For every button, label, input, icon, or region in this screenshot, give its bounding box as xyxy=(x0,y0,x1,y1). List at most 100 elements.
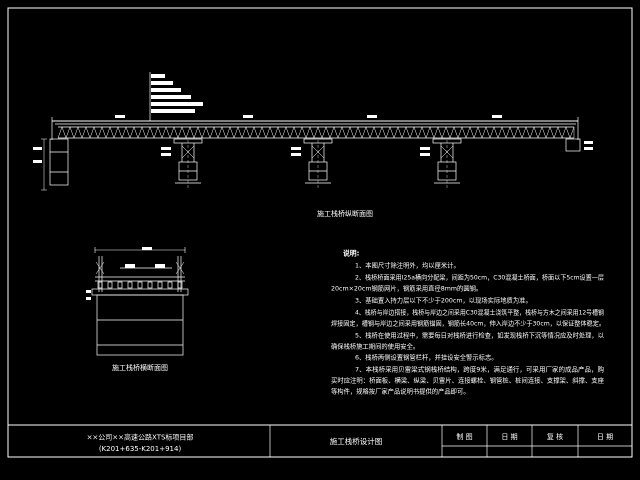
note-line: 3、基础置入持力层以下不少于200cm，以现场实际地质为准。 xyxy=(355,296,532,305)
truss-diagonal xyxy=(81,126,87,139)
truss-diagonal xyxy=(181,126,187,139)
truss-diagonal xyxy=(405,126,411,139)
truss-diagonal xyxy=(189,126,195,139)
note-line: 买时应注明：桥面板、横梁、纵梁、贝雷片、连接螺栓、钢管桩、桩间连接、支撑架、斜撑… xyxy=(331,376,604,385)
truss-diagonal xyxy=(545,126,551,139)
truss-diagonal xyxy=(477,126,483,139)
distribution-beam xyxy=(97,281,103,289)
truss-diagonal xyxy=(509,126,515,139)
truss-diagonal xyxy=(365,126,371,139)
truss-diagonal xyxy=(173,126,179,139)
span-dimension-mark xyxy=(367,115,377,118)
truss-diagonal xyxy=(425,126,431,139)
truss-diagonal xyxy=(321,126,327,139)
truss-diagonal xyxy=(325,126,331,139)
truss-diagonal xyxy=(121,126,127,139)
truss-diagonal xyxy=(289,126,295,139)
truss-diagonal xyxy=(353,126,359,139)
truss-diagonal xyxy=(317,126,323,139)
label-bar xyxy=(151,109,195,113)
truss-diagonal xyxy=(65,126,71,139)
label-mark xyxy=(86,297,91,300)
truss-diagonal xyxy=(557,126,563,139)
truss-diagonal xyxy=(233,126,239,139)
label-bar xyxy=(151,88,181,92)
truss-diagonal xyxy=(85,126,91,139)
distribution-beam xyxy=(127,281,133,289)
truss-diagonal xyxy=(537,126,543,139)
truss-diagonal xyxy=(93,126,99,139)
truss-diagonal xyxy=(77,126,83,139)
distribution-beam xyxy=(137,281,143,289)
truss-diagonal xyxy=(501,126,507,139)
truss-diagonal xyxy=(381,126,387,139)
truss-diagonal xyxy=(265,126,271,139)
note-line: 20cm×20cm钢筋网片，钢筋采用直径8mm的圆钢。 xyxy=(331,284,482,293)
truss-diagonal xyxy=(169,126,175,139)
truss-diagonal xyxy=(433,126,439,139)
truss-diagonal xyxy=(97,126,103,139)
truss-diagonal xyxy=(109,126,115,139)
truss-diagonal xyxy=(337,126,343,139)
truss-diagonal xyxy=(141,126,147,139)
truss-diagonal xyxy=(561,126,567,139)
truss-diagonal xyxy=(105,126,111,139)
truss-diagonal xyxy=(529,126,535,139)
elevation-label-stack xyxy=(149,72,203,121)
truss-diagonal xyxy=(261,126,267,139)
truss-diagonal xyxy=(505,126,511,139)
pier-label-mark xyxy=(161,153,171,156)
truss-diagonal xyxy=(453,126,459,139)
distribution-beam xyxy=(167,281,173,289)
truss-diagonal xyxy=(369,126,375,139)
truss-diagonal xyxy=(489,126,495,139)
label-mark xyxy=(86,290,91,293)
truss-diagonal xyxy=(389,126,395,139)
label-bar xyxy=(151,102,203,106)
drafter-date-cell-label: 日 期 xyxy=(501,433,517,441)
design-notes: 说明: 1、本图尺寸除注明外，均以厘米计。 2、栈桥桥面采用I25a横向分配梁，… xyxy=(331,249,605,396)
design-load-wheel xyxy=(155,264,165,268)
truss-diagonal xyxy=(553,126,559,139)
distribution-beam xyxy=(107,281,113,289)
truss-diagonal xyxy=(257,126,263,139)
span-dimension-mark xyxy=(492,115,502,118)
truss-diagonal xyxy=(449,126,455,139)
truss-diagonal xyxy=(513,126,519,139)
pier-label-mark xyxy=(291,153,301,156)
truss-diagonal xyxy=(517,126,523,139)
truss-diagonal xyxy=(417,126,423,139)
truss-diagonal xyxy=(373,126,379,139)
truss-diagonal xyxy=(465,126,471,139)
truss-diagonal xyxy=(281,126,287,139)
label-mark xyxy=(33,147,42,150)
pier-label-mark xyxy=(161,147,171,150)
drawing-geometry xyxy=(7,7,633,458)
checker-date-cell-label: 日 期 xyxy=(597,433,613,441)
truss-diagonal xyxy=(361,126,367,139)
drafter-cell-label: 制 图 xyxy=(456,432,472,441)
distribution-beam xyxy=(117,281,123,289)
truss-diagonal xyxy=(145,126,151,139)
label-bar xyxy=(151,81,173,85)
truss-diagonal xyxy=(253,126,259,139)
truss-diagonal xyxy=(149,126,155,139)
distribution-beam xyxy=(177,281,183,289)
truss-diagonal xyxy=(125,126,131,139)
truss-diagonal xyxy=(301,126,307,139)
truss-diagonal xyxy=(357,126,363,139)
truss-diagonal xyxy=(473,126,479,139)
label-mark xyxy=(584,147,593,150)
drawing-frame xyxy=(7,7,633,458)
truss-diagonal xyxy=(201,126,207,139)
truss-diagonal xyxy=(269,126,275,139)
truss-diagonal xyxy=(481,126,487,139)
truss-diagonal xyxy=(377,126,383,139)
truss-diagonal xyxy=(409,126,415,139)
truss-diagonal xyxy=(461,126,467,139)
truss-diagonal xyxy=(245,126,251,139)
truss-diagonal xyxy=(133,126,139,139)
pier-label-mark xyxy=(420,153,430,156)
truss-diagonal xyxy=(345,126,351,139)
truss-diagonal xyxy=(89,126,95,139)
